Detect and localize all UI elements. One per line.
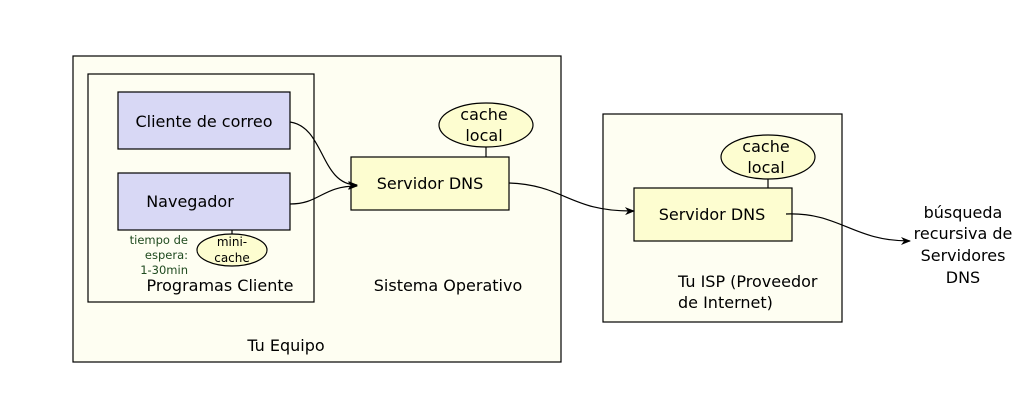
tu-equipo-label: Tu Equipo bbox=[246, 336, 324, 355]
local-dns-server-label: Servidor DNS bbox=[377, 174, 484, 193]
recursive-search-line-2: recursiva de bbox=[914, 224, 1013, 243]
local-cache-line-2: local bbox=[465, 126, 502, 145]
mini-cache-ellipse bbox=[196, 233, 268, 267]
isp-dns-server-box bbox=[633, 187, 793, 242]
recursive-search-line-1: búsqueda bbox=[924, 203, 1003, 222]
local-cache-line-1: cache bbox=[460, 105, 507, 124]
arrow-navegador-to-dns bbox=[289, 182, 358, 205]
isp-cache-line-2: local bbox=[747, 158, 784, 177]
recursive-search-line-4: DNS bbox=[946, 268, 980, 287]
isp-cache-line-1: cache bbox=[742, 137, 789, 156]
arrow-isp-dns-to-recursive bbox=[785, 213, 911, 245]
navegador-label: Navegador bbox=[146, 192, 234, 211]
local-cache-ellipse bbox=[438, 102, 534, 148]
mini-cache-line-2: cache bbox=[214, 251, 250, 265]
isp-label-line-2: de Internet) bbox=[678, 293, 773, 312]
arrow-local-dns-to-isp-dns bbox=[508, 182, 635, 216]
navegador-box bbox=[117, 172, 291, 231]
cliente-correo-label: Cliente de correo bbox=[135, 112, 272, 131]
timeout-note-line-2: espera: bbox=[145, 248, 188, 262]
sistema-operativo-label: Sistema Operativo bbox=[374, 276, 522, 295]
recursive-search-line-3: Servidores bbox=[921, 246, 1006, 265]
programas-cliente-label: Programas Cliente bbox=[147, 276, 294, 295]
mini-cache-line-1: mini- bbox=[217, 235, 247, 249]
isp-dns-server-label: Servidor DNS bbox=[659, 205, 766, 224]
isp-label-line-1: Tu ISP (Proveedor bbox=[677, 272, 818, 291]
timeout-note-line-3: 1-30min bbox=[140, 263, 188, 277]
cliente-correo-box bbox=[117, 91, 291, 150]
arrow-correo-to-dns bbox=[289, 121, 358, 189]
timeout-note-line-1: tiempo de bbox=[130, 233, 188, 247]
isp-cache-ellipse bbox=[720, 134, 816, 180]
